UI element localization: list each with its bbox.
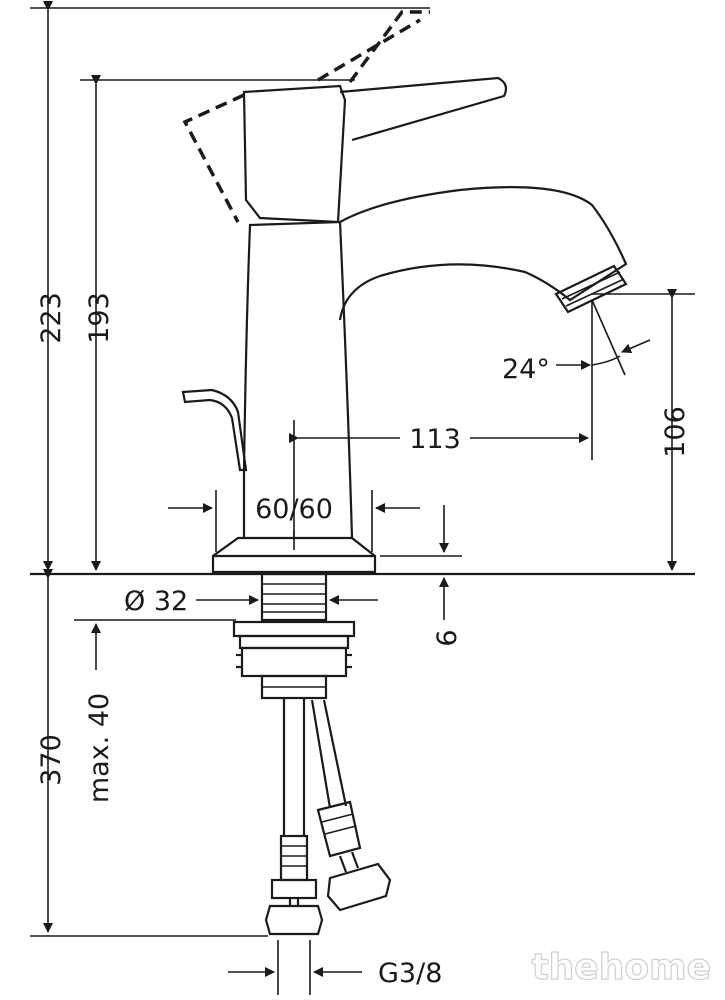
label-base-diameter: 60/60 <box>255 494 333 525</box>
label-max-counter-thickness: max. 40 <box>84 693 115 803</box>
watermark-logo: thehome <box>531 946 712 988</box>
threaded-shank <box>232 572 356 700</box>
label-total-height: 223 <box>36 292 67 344</box>
label-body-height: 193 <box>84 292 115 344</box>
label-angle: 24° <box>502 354 550 385</box>
dimension-lines <box>30 1 695 995</box>
handle-lever <box>339 76 508 142</box>
dimension-labels: 223 193 24° 113 106 60/60 Ø 32 6 370 max… <box>36 292 691 989</box>
spout <box>338 186 628 321</box>
handle-alt-position <box>182 93 245 223</box>
supply-hoses <box>264 698 392 936</box>
faucet-body <box>242 220 354 539</box>
label-spout-height: 106 <box>660 406 691 458</box>
label-base-thickness: 6 <box>432 629 463 646</box>
faucet-outline <box>181 10 628 936</box>
label-connection-thread: G3/8 <box>378 958 442 989</box>
label-hose-length: 370 <box>36 734 67 786</box>
label-spout-reach: 113 <box>409 424 461 455</box>
popup-lever <box>181 388 248 472</box>
aerator <box>554 264 628 314</box>
handle-block <box>242 84 347 224</box>
label-shank-diameter: Ø 32 <box>124 586 188 617</box>
